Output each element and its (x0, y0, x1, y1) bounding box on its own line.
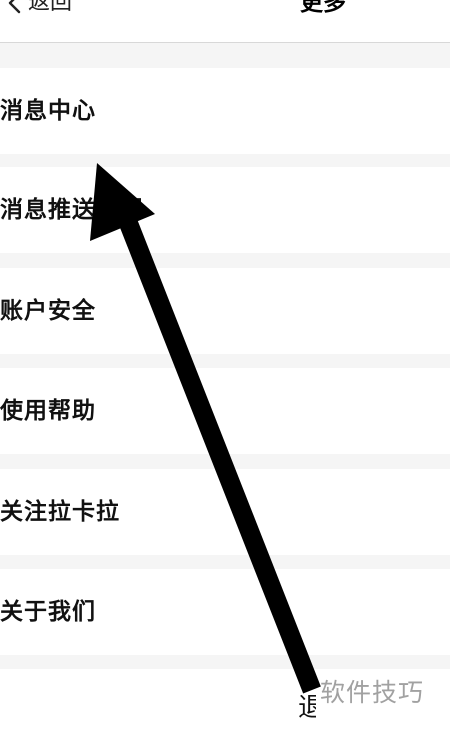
chevron-left-icon (8, 0, 21, 14)
navigation-bar: 返回 更多 (0, 0, 450, 43)
menu-item-message-center[interactable]: 消息中心 (0, 68, 450, 154)
menu-item-label: 关于我们 (0, 599, 96, 625)
menu-item-help[interactable]: 使用帮助 (0, 368, 450, 454)
menu-item-follow-lakala[interactable]: 关注拉卡拉 (0, 469, 450, 555)
back-label: 返回 (28, 0, 73, 15)
back-button[interactable]: 返回 (6, 0, 72, 18)
menu-item-push-settings[interactable]: 消息推送设置 (0, 167, 450, 253)
menu-item-label: 消息中心 (0, 98, 96, 124)
menu-item-label: 账户安全 (0, 298, 96, 324)
menu-item-label: 关注拉卡拉 (0, 499, 120, 525)
menu-item-label: 消息推送设置 (0, 197, 144, 223)
watermark: 软件技巧 (320, 678, 425, 707)
menu-item-label: 使用帮助 (0, 398, 96, 424)
menu-item-account-security[interactable]: 账户安全 (0, 268, 450, 354)
logout-label-partial: 退 (298, 693, 316, 723)
page-title: 更多 (300, 0, 346, 16)
menu-item-about-us[interactable]: 关于我们 (0, 569, 450, 655)
